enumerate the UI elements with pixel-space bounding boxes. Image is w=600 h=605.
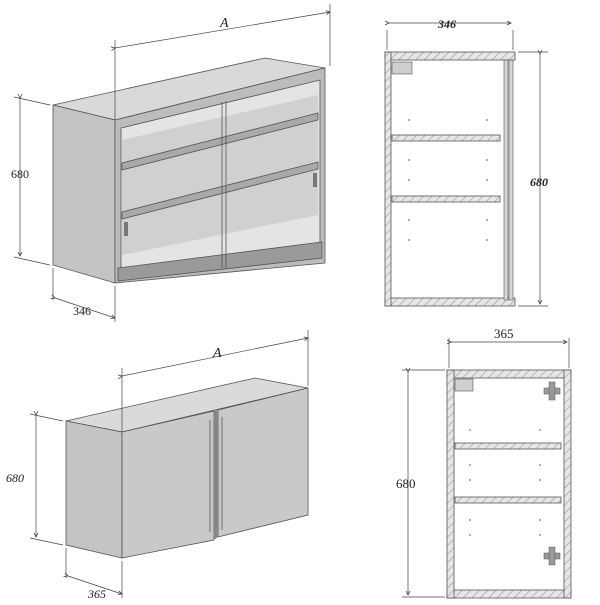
glass-cabinet-depth-label: 346 xyxy=(73,304,91,318)
glass-cabinet-shelf-1 xyxy=(121,112,319,171)
door-section-back-panel xyxy=(446,369,455,599)
glass-section-door-1 xyxy=(503,59,509,301)
door-cabinet-width-label: A xyxy=(212,346,222,361)
door-cabinet-left-door xyxy=(121,410,215,559)
glass-section-door-2 xyxy=(508,59,514,301)
glass-section-shelf-2 xyxy=(391,195,501,203)
glass-section-depth-label: 346 xyxy=(437,17,456,31)
door-section-hinge-bottom xyxy=(543,546,561,566)
door-section-hanger xyxy=(454,378,474,392)
door-cabinet-right-door xyxy=(217,387,309,538)
glass-cabinet-shelf-2 xyxy=(121,161,319,220)
glass-cabinet-rail xyxy=(117,241,323,282)
glass-section-top-panel xyxy=(384,51,516,61)
glass-section-height-label: 680 xyxy=(530,175,548,189)
door-section-bottom-panel xyxy=(446,589,572,599)
glass-section-dimensions: 346 680 xyxy=(387,17,548,307)
door-section-depth-label: 365 xyxy=(494,326,514,341)
door-section-height-label: 680 xyxy=(396,476,416,491)
door-cabinet-dimensions: A 680 365 xyxy=(6,330,308,601)
glass-cabinet-side xyxy=(52,104,116,284)
door-section-door-panel xyxy=(563,369,572,599)
door-section-view xyxy=(446,369,572,599)
glass-section-bottom-panel xyxy=(384,297,516,307)
glass-section-shelf-pins xyxy=(408,119,488,241)
glass-section-view xyxy=(384,51,516,307)
door-section-shelf-1 xyxy=(454,442,562,450)
door-section-shelf-2 xyxy=(454,496,562,504)
door-cabinet-depth-label: 365 xyxy=(87,587,106,600)
door-cabinet-side xyxy=(65,420,123,559)
door-cabinet-door-gap xyxy=(214,410,218,540)
door-section-top-panel xyxy=(446,369,572,379)
door-cabinet-height-label: 680 xyxy=(6,471,24,485)
door-cabinet-view xyxy=(65,377,309,559)
glass-section-back-panel xyxy=(384,51,392,307)
glass-cabinet-back xyxy=(122,95,318,255)
glass-cabinet-width-label: A xyxy=(219,16,229,31)
glass-cabinet-dimensions: A 680 346 xyxy=(11,4,330,322)
door-section-hinge-top xyxy=(543,381,561,401)
glass-cabinet-handle-left xyxy=(124,222,128,236)
glass-cabinet-handle-right xyxy=(313,173,317,187)
door-section-shelf-pins xyxy=(469,429,541,536)
glass-section-shelf-1 xyxy=(391,134,501,142)
glass-cabinet-height-label: 680 xyxy=(11,167,29,181)
door-section-dimensions: 365 680 xyxy=(396,326,570,598)
glass-cabinet-view xyxy=(52,57,326,284)
glass-section-hanger xyxy=(391,61,413,75)
